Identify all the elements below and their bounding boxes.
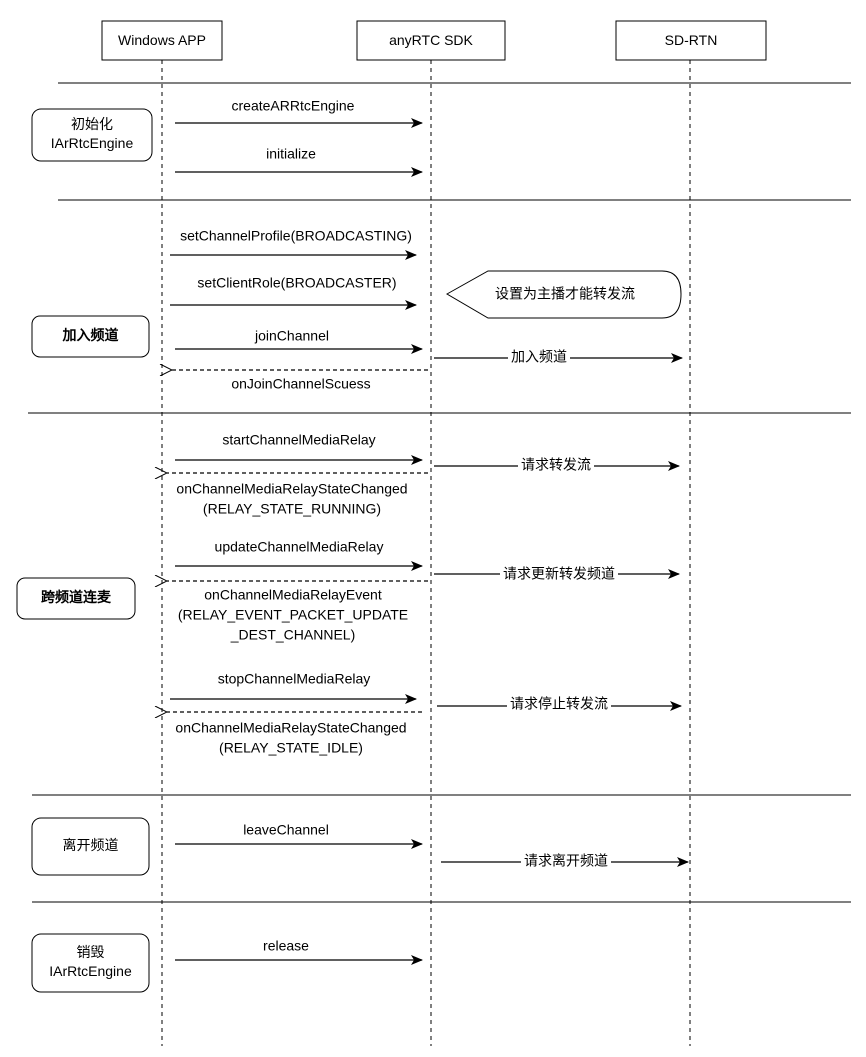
- message-label: setClientRole(BROADCASTER): [197, 275, 396, 291]
- section-label: 跨频道连麦: [41, 589, 112, 605]
- message-label: onChannelMediaRelayStateChanged: [175, 720, 406, 736]
- message-onJoinChannelScuess: onJoinChannelScuess: [172, 370, 428, 392]
- participant-label: Windows APP: [118, 32, 206, 48]
- message-setChannelProfile: setChannelProfile(BROADCASTING): [170, 228, 417, 260]
- message-stopChannelMediaRelay: stopChannelMediaRelay: [170, 671, 417, 704]
- message-leave-rtn: 请求离开频道: [441, 853, 689, 871]
- message-label: _DEST_CHANNEL): [230, 627, 355, 643]
- section-label: 离开频道: [63, 837, 119, 853]
- message-label: 请求更新转发频道: [503, 566, 615, 582]
- message-label: startChannelMediaRelay: [222, 432, 375, 448]
- message-label: stopChannelMediaRelay: [218, 671, 371, 687]
- section-join: 加入频道: [31, 315, 150, 358]
- message-relayEvent: onChannelMediaRelayEvent (RELAY_EVENT_PAC…: [167, 581, 428, 643]
- message-start-rtn: 请求转发流: [434, 457, 680, 475]
- message-initialize: initialize: [175, 146, 423, 177]
- section-init: 初始化 IArRtcEngine: [31, 108, 153, 162]
- participant-label: anyRTC SDK: [389, 32, 473, 48]
- section-release: 销毁 IArRtcEngine: [31, 933, 150, 993]
- section-label: 加入频道: [62, 327, 119, 343]
- section-label: 初始化: [71, 116, 113, 132]
- message-label: setChannelProfile(BROADCASTING): [180, 228, 412, 244]
- message-stopStateChanged: onChannelMediaRelayStateChanged (RELAY_ST…: [167, 712, 422, 756]
- message-label: initialize: [266, 146, 316, 162]
- section-label: IArRtcEngine: [49, 963, 132, 979]
- message-update-rtn: 请求更新转发频道: [434, 566, 680, 584]
- section-relay: 跨频道连麦: [16, 577, 136, 620]
- message-createARRtcEngine: createARRtcEngine: [175, 98, 423, 128]
- message-label: 请求转发流: [521, 457, 591, 473]
- message-label: (RELAY_STATE_IDLE): [219, 740, 363, 756]
- message-startChannelMediaRelay: startChannelMediaRelay: [175, 432, 423, 465]
- message-label: createARRtcEngine: [232, 98, 355, 114]
- message-setClientRole: setClientRole(BROADCASTER): [170, 275, 417, 310]
- message-label: (RELAY_STATE_RUNNING): [203, 501, 381, 517]
- message-stop-rtn: 请求停止转发流: [437, 696, 682, 714]
- message-label: 请求停止转发流: [510, 696, 608, 712]
- participant-sdk: anyRTC SDK: [356, 20, 506, 61]
- message-label: release: [263, 938, 309, 954]
- section-leave: 离开频道: [31, 817, 150, 876]
- message-label: onChannelMediaRelayEvent: [204, 587, 382, 603]
- message-label: 请求离开频道: [524, 853, 608, 869]
- note-text: 设置为主播才能转发流: [495, 286, 635, 302]
- message-release: release: [175, 938, 423, 965]
- message-label: (RELAY_EVENT_PACKET_UPDATE: [178, 607, 408, 623]
- message-label: joinChannel: [254, 328, 329, 344]
- message-label: leaveChannel: [243, 822, 329, 838]
- participant-app: Windows APP: [101, 20, 223, 61]
- participant-rtn: SD-RTN: [615, 20, 767, 61]
- note-broadcaster-note: 设置为主播才能转发流: [445, 270, 682, 319]
- message-label: updateChannelMediaRelay: [215, 539, 384, 555]
- message-label: onChannelMediaRelayStateChanged: [176, 481, 407, 497]
- section-label: IArRtcEngine: [51, 135, 134, 151]
- message-startStateChanged: onChannelMediaRelayStateChanged (RELAY_ST…: [167, 473, 428, 517]
- message-label: 加入频道: [511, 349, 567, 365]
- participant-label: SD-RTN: [665, 32, 718, 48]
- section-label: 销毁: [77, 944, 105, 960]
- message-joinChannel: joinChannel: [175, 328, 423, 354]
- message-updateChannelMediaRelay: updateChannelMediaRelay: [175, 539, 423, 571]
- message-leaveChannel: leaveChannel: [175, 822, 423, 849]
- message-join-rtn: 加入频道: [434, 349, 683, 367]
- message-label: onJoinChannelScuess: [231, 376, 370, 392]
